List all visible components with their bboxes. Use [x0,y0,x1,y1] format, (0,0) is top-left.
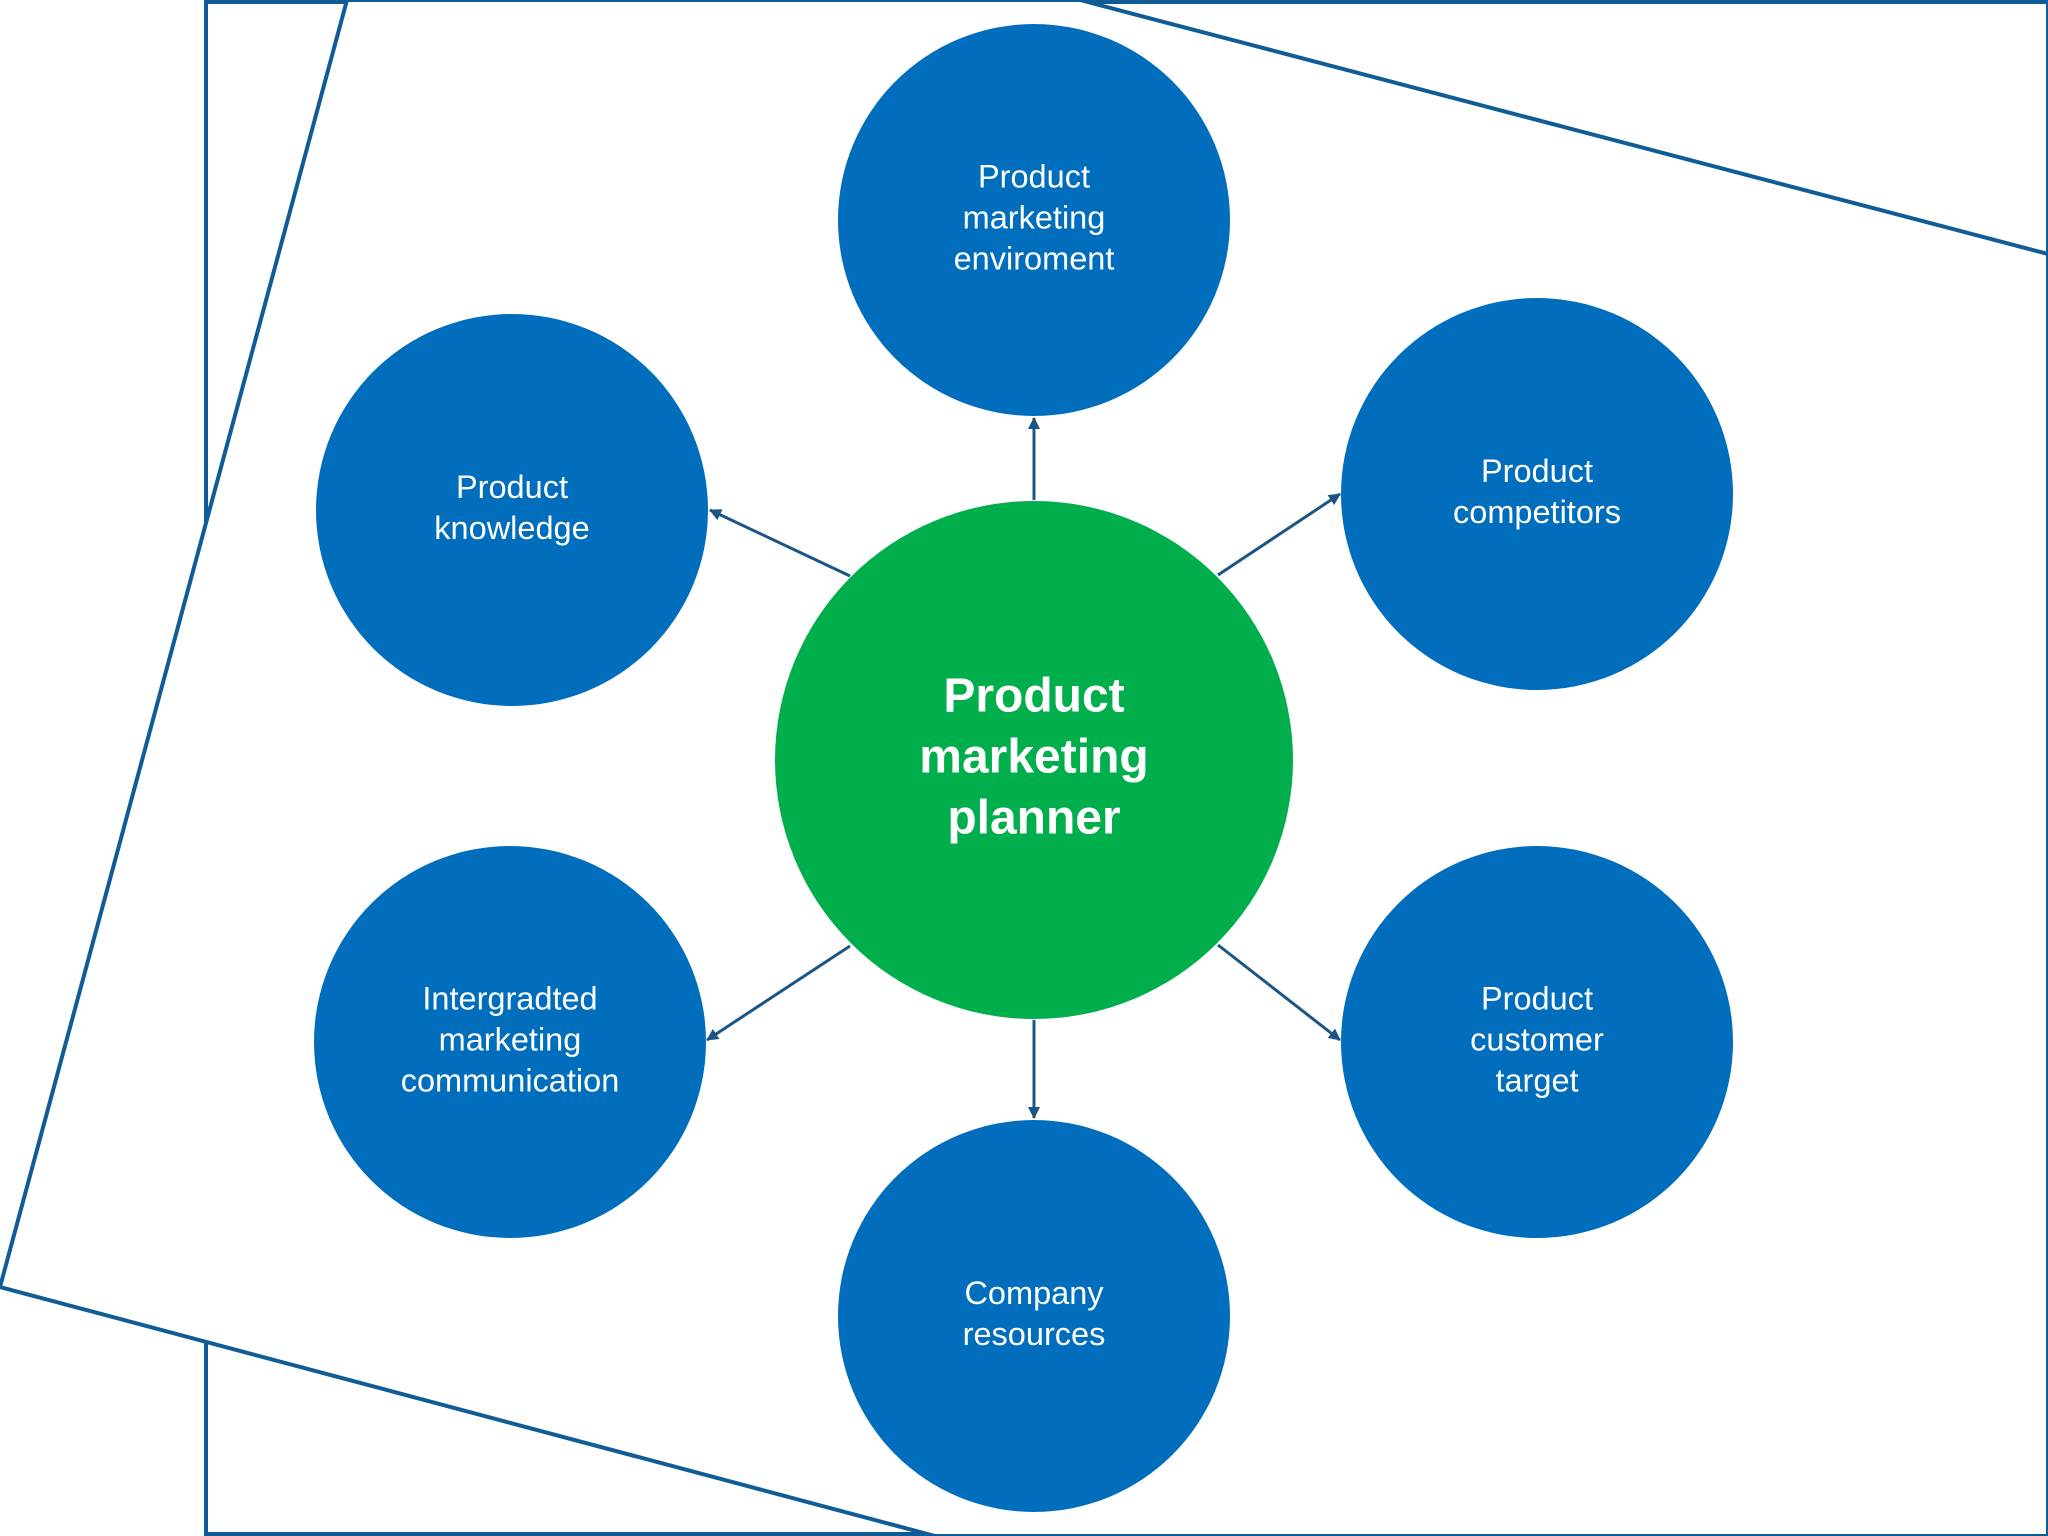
node-label-integrated-communication: Intergradted marketing communication [401,981,620,1099]
node-label-company-resources-line: resources [963,1316,1106,1352]
node-customer-target: Product customer target [1341,846,1733,1238]
node-label-customer-target-line: target [1495,1063,1578,1099]
node-company-resources: Company resources [838,1120,1230,1512]
node-circle-environment [838,24,1230,416]
node-circle-company-resources [838,1120,1230,1512]
connector-arrows [706,417,1341,1119]
node-label-environment: Product marketing enviroment [954,159,1115,277]
center-label-line: Product [943,670,1124,723]
node-label-knowledge-line: knowledge [434,510,589,546]
node-circle-competitors [1341,298,1733,690]
central-hub: Product marketing planner [775,501,1293,1019]
node-label-knowledge: Product knowledge [434,469,589,546]
node-label-company-resources-line: Company [964,1275,1104,1311]
center-circle [775,501,1293,1019]
node-label-customer-target-line: Product [1481,981,1593,1017]
node-circle-integrated-communication [314,846,706,1238]
node-circle-customer-target [1341,846,1733,1238]
node-label-environment-line: marketing [963,200,1106,236]
center-label: Product marketing planner [919,670,1148,845]
node-label-company-resources: Company resources [963,1275,1106,1352]
arrow-to-integrated-communication [706,944,851,1042]
node-label-integrated-communication-line: marketing [439,1022,582,1058]
node-label-environment-line: Product [978,159,1090,195]
node-knowledge: Product knowledge [316,314,708,706]
node-label-competitors-line: Product [1481,453,1593,489]
node-label-integrated-communication-line: communication [401,1063,620,1099]
arrow-to-competitors [1217,492,1341,577]
arrow-to-customer-target [1217,943,1341,1042]
node-environment: Product marketing enviroment [838,24,1230,416]
node-label-competitors-line: competitors [1453,494,1621,530]
node-integrated-communication: Intergradted marketing communication [314,846,706,1238]
node-label-integrated-communication-line: Intergradted [422,981,597,1017]
arrow-to-knowledge [709,508,851,578]
node-circle-knowledge [316,314,708,706]
node-competitors: Product competitors [1341,298,1733,690]
center-label-line: marketing [919,731,1148,784]
node-label-knowledge-line: Product [456,469,568,505]
center-label-line: planner [947,792,1120,845]
node-label-customer-target-line: customer [1470,1022,1604,1058]
node-label-competitors: Product competitors [1453,453,1621,530]
node-label-environment-line: enviroment [954,241,1115,277]
node-label-customer-target: Product customer target [1470,981,1604,1099]
